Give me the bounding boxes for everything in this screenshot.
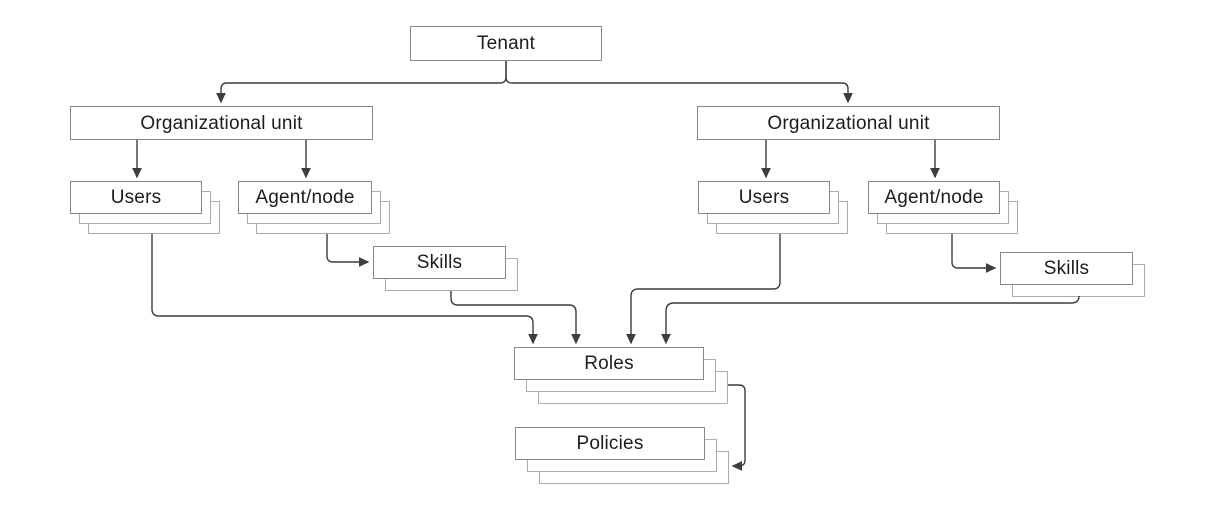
edge-skills-right-to-roles (661, 295, 1080, 345)
node-label: Users (110, 187, 162, 208)
users-right-node: Users (698, 181, 848, 234)
skills-right-box: Skills (1000, 252, 1133, 285)
skills-left-box: Skills (373, 246, 506, 279)
tenant-node: Tenant (410, 26, 602, 61)
users-left-node: Users (70, 181, 220, 234)
node-label: Agent/node (884, 187, 984, 208)
node-label: Tenant (476, 33, 536, 54)
node-label: Organizational unit (140, 112, 303, 134)
agent-node-left-box: Agent/node (238, 181, 372, 214)
org-unit-right-box: Organizational unit (697, 106, 1000, 140)
node-label: Agent/node (255, 187, 355, 208)
tenant-box: Tenant (410, 26, 602, 61)
org-unit-left-node: Organizational unit (70, 106, 373, 140)
node-label: Policies (576, 433, 644, 454)
policies-box: Policies (515, 427, 705, 460)
node-label: Users (738, 187, 790, 208)
edge-roles-to-policies (728, 384, 746, 471)
users-left-box: Users (70, 181, 202, 214)
edge-skills-left-to-roles (450, 291, 581, 345)
skills-right-node: Skills (1000, 252, 1145, 297)
node-label: Roles (584, 353, 634, 374)
node-label: Skills (416, 252, 463, 273)
edge-tenant-to-ou-right (505, 61, 853, 104)
roles-box: Roles (514, 347, 704, 380)
agent-node-left-node: Agent/node (238, 181, 390, 234)
org-unit-right-node: Organizational unit (697, 106, 1000, 140)
roles-node: Roles (514, 347, 728, 404)
edge-agent-right-to-skills-right (951, 234, 997, 273)
node-label: Skills (1043, 258, 1090, 279)
edge-tenant-to-ou-left (216, 61, 507, 104)
node-label: Organizational unit (767, 112, 930, 134)
agent-node-right-node: Agent/node (868, 181, 1018, 234)
skills-left-node: Skills (373, 246, 518, 291)
agent-node-right-box: Agent/node (868, 181, 1000, 214)
users-right-box: Users (698, 181, 830, 214)
org-unit-left-box: Organizational unit (70, 106, 373, 140)
policies-node: Policies (515, 427, 729, 484)
edge-users-right-to-roles (626, 234, 781, 345)
edge-agent-left-to-skills-left (326, 234, 370, 267)
